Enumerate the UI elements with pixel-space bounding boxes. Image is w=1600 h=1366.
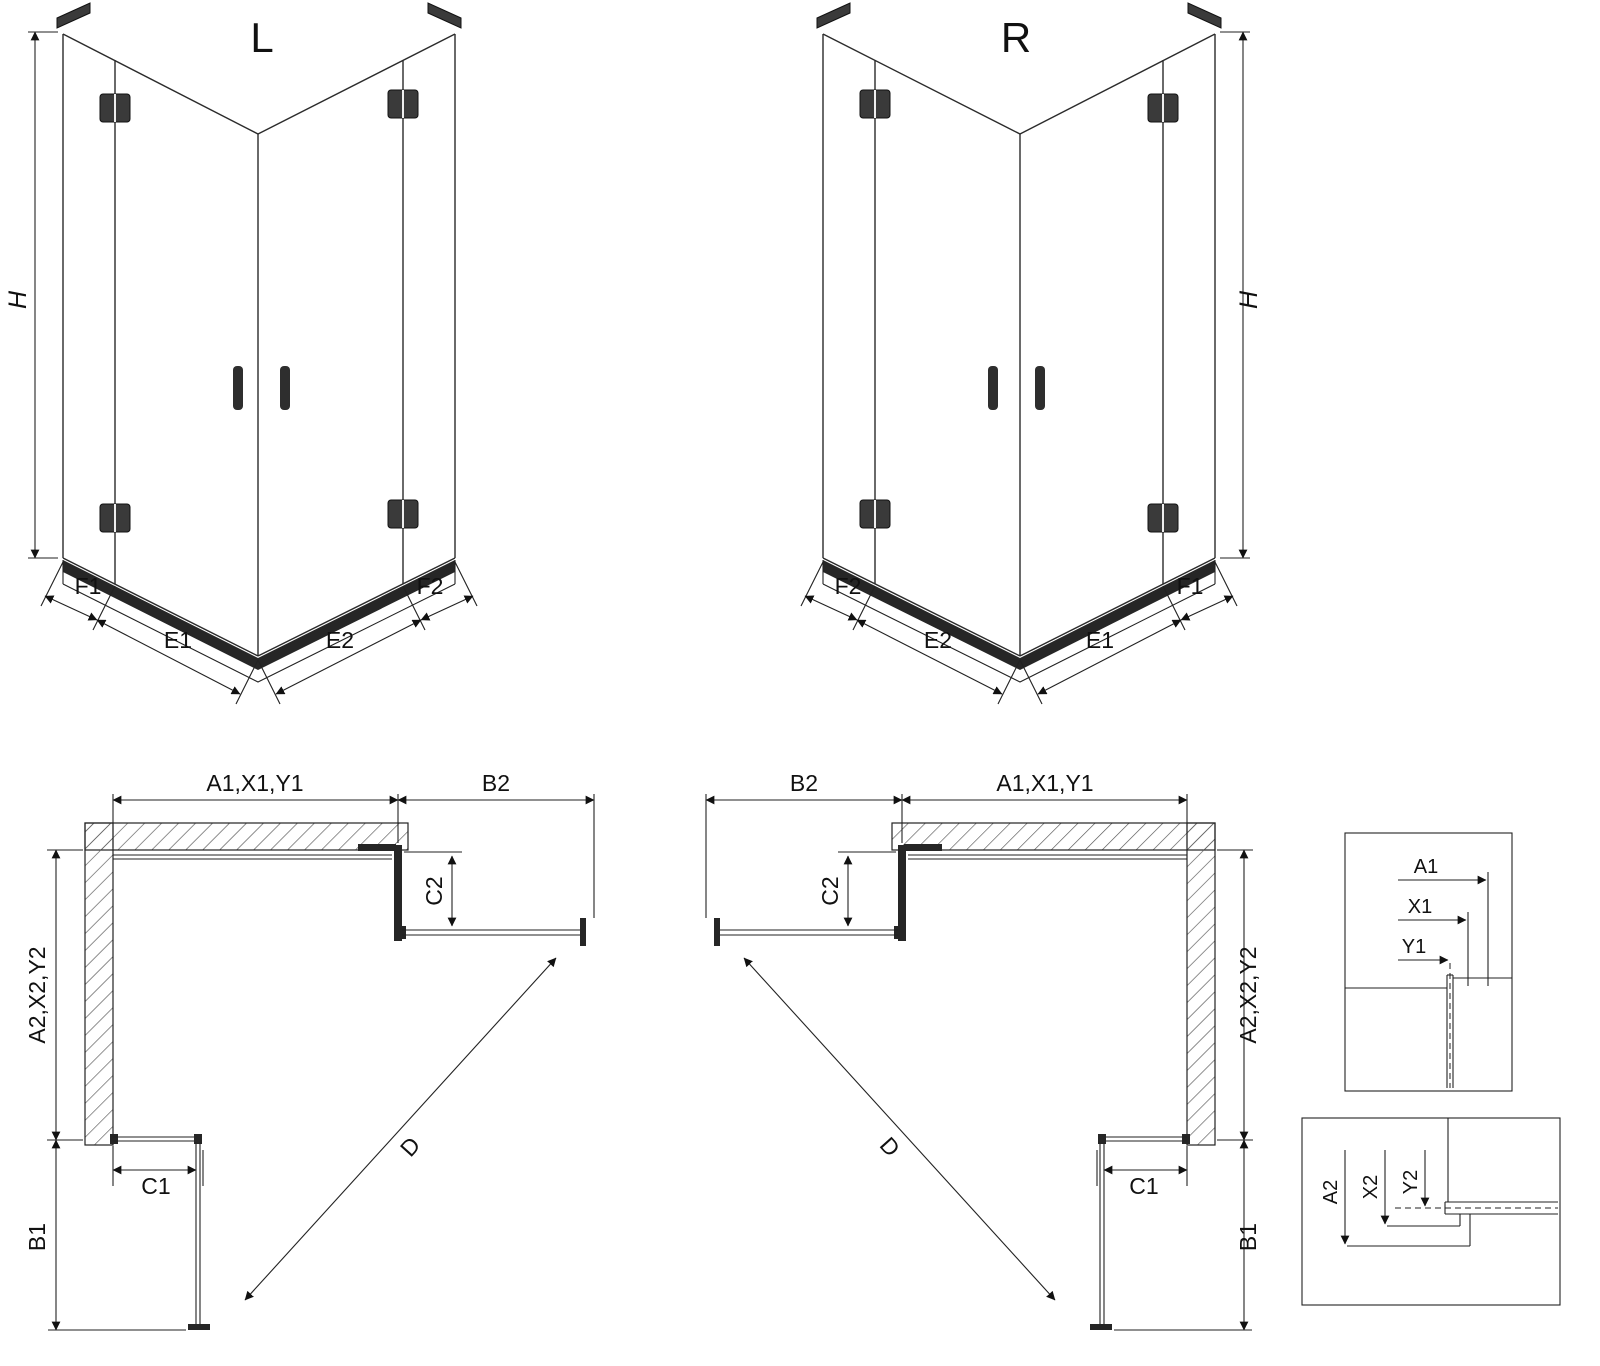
dim-label-a2x2y2: A2,X2,Y2	[24, 946, 50, 1043]
dim-label-f2: F2	[835, 573, 862, 599]
wall-hatching	[891, 822, 1216, 1146]
view-label-right: R	[1001, 14, 1031, 61]
wall-profile-brackets	[56, 2, 462, 29]
profile-detail-vertical: A1 X1 Y1	[1344, 832, 1513, 1092]
wall-profile-brackets	[816, 2, 1222, 29]
shower-tray	[62, 560, 456, 683]
dim-label-a1x1y1: A1,X1,Y1	[996, 770, 1093, 796]
dim-label-h: H	[1235, 290, 1263, 309]
dimension-h: H	[4, 31, 58, 559]
dim-label-e1: E1	[164, 627, 192, 653]
view-label-left: L	[250, 14, 273, 61]
dimension-bottom-chain: F2 E2 E1 F1	[800, 561, 1238, 705]
door-handles	[988, 366, 1045, 410]
door-hinges	[99, 89, 419, 533]
dim-label-c2: C2	[421, 876, 447, 905]
iso-view-left: H F1 E1 E2 F2 L	[4, 2, 478, 705]
dim-label-x2: X2	[1360, 1175, 1382, 1199]
dimensions: A1,X1,Y1 B2 C2 A2,X2,Y2 C1 B1 D	[24, 770, 595, 1331]
dim-label-b1: B1	[1235, 1223, 1261, 1251]
dim-label-h: H	[4, 290, 32, 309]
dim-label-a1x1y1: A1,X1,Y1	[206, 770, 303, 796]
dim-label-c2: C2	[817, 876, 843, 905]
glass-panels	[62, 33, 456, 657]
dimension-bottom-chain: F1 E1 E2 F2	[40, 561, 478, 705]
plan-view-right: B2 A1,X1,Y1 C2 A2,X2,Y2 C1 B1 D	[705, 770, 1261, 1331]
dim-label-e2: E2	[326, 627, 354, 653]
dim-label-f1: F1	[75, 573, 102, 599]
iso-view-right: H F2 E2 E1 F1 R	[800, 2, 1263, 705]
dim-label-c1: C1	[141, 1173, 170, 1199]
dim-label-c1: C1	[1129, 1173, 1158, 1199]
dim-label-d: D	[875, 1132, 905, 1162]
glass-and-profiles	[898, 844, 1190, 1144]
dim-label-a1: A1	[1414, 856, 1438, 878]
dim-label-a2x2y2: A2,X2,Y2	[1235, 946, 1261, 1043]
dim-label-b1: B1	[24, 1223, 50, 1251]
glass-and-profiles	[110, 844, 402, 1144]
dimension-h: H	[1220, 31, 1263, 559]
dim-label-y1: Y1	[1402, 936, 1426, 958]
dimensions: B2 A1,X1,Y1 C2 A2,X2,Y2 C1 B1 D	[705, 770, 1261, 1331]
dim-label-e1: E1	[1086, 627, 1114, 653]
dim-label-a2: A2	[1320, 1180, 1342, 1204]
dim-label-b2: B2	[482, 770, 510, 796]
dim-label-f1: F1	[1177, 573, 1204, 599]
wall-hatching	[84, 822, 409, 1146]
door-hinges	[859, 89, 1179, 533]
dim-label-d: D	[395, 1132, 425, 1162]
dim-label-y2: Y2	[1400, 1170, 1422, 1194]
door-handles	[233, 366, 290, 410]
open-door-right	[398, 918, 586, 946]
plan-view-left: A1,X1,Y1 B2 C2 A2,X2,Y2 C1 B1 D	[24, 770, 595, 1331]
dim-label-f2: F2	[417, 573, 444, 599]
dim-label-x1: X1	[1408, 896, 1432, 918]
profile-detail-horizontal: A2 X2 Y2	[1301, 1117, 1561, 1306]
open-door-left	[714, 918, 902, 946]
dim-label-b2: B2	[790, 770, 818, 796]
shower-tray	[822, 560, 1216, 683]
glass-panels	[822, 33, 1216, 657]
dim-label-e2: E2	[924, 627, 952, 653]
